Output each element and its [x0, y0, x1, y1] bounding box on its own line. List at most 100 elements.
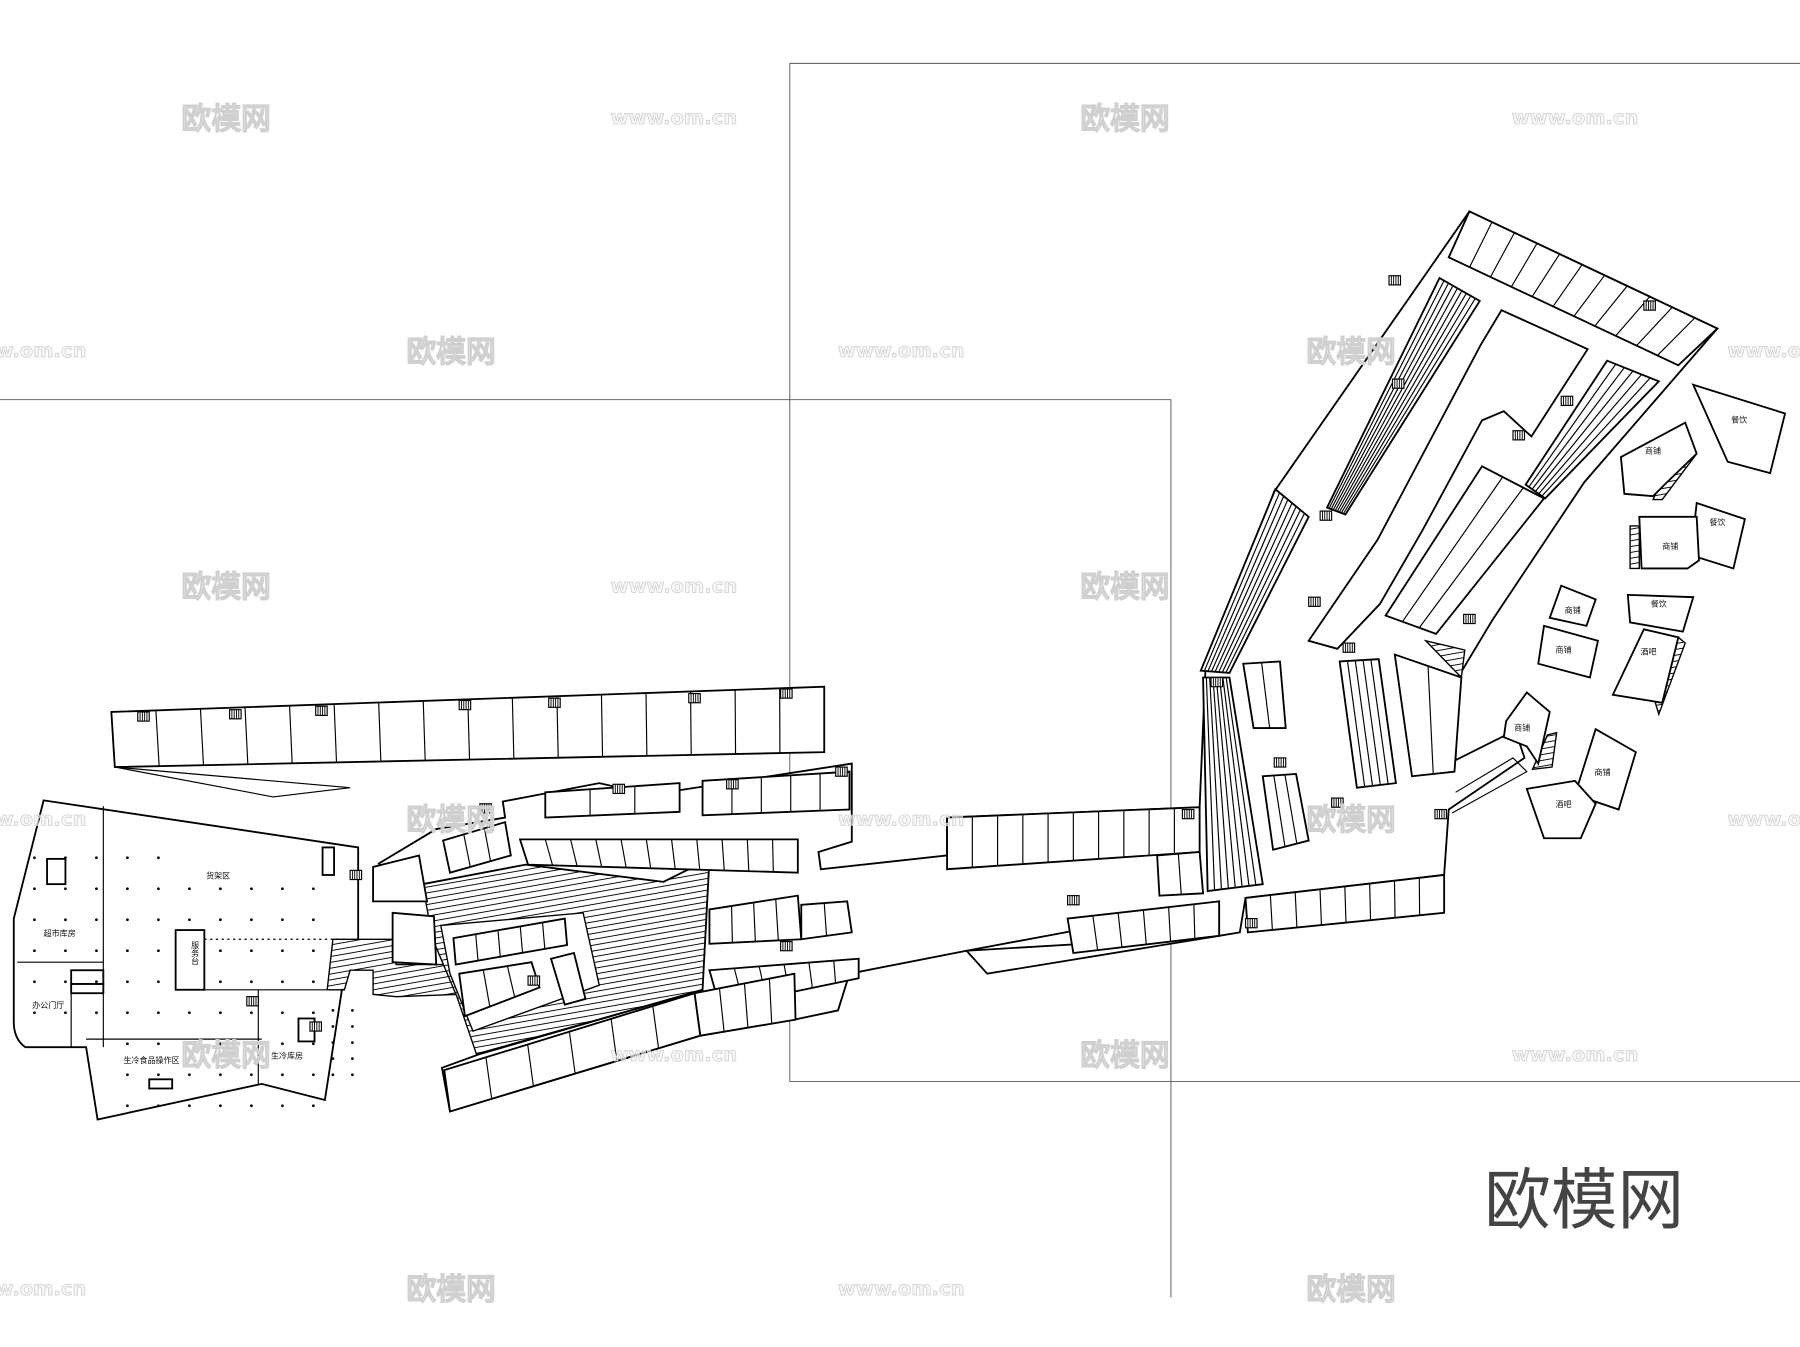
shop-divider	[544, 839, 554, 866]
label-fresh-food-processing: 生冷食品操作区	[123, 1055, 179, 1065]
column-dot	[219, 980, 222, 984]
column-dot	[331, 1057, 335, 1061]
column-dot	[33, 980, 36, 984]
pavilion-unit: 商铺	[1619, 421, 1698, 501]
pavilion-outline	[1502, 691, 1551, 766]
shop-divider	[1528, 363, 1617, 488]
escalator-icon	[458, 699, 472, 711]
pavilion-outline	[1525, 779, 1597, 840]
watermark-url: www.om.cn	[610, 575, 737, 598]
shop-divider	[155, 710, 160, 767]
watermark-brand: 欧模网	[406, 803, 495, 838]
shop-divider	[1215, 677, 1236, 888]
shop-divider	[1552, 264, 1583, 307]
column-dot	[157, 918, 160, 922]
column-grid-dots	[33, 856, 354, 1108]
shop-divider	[1269, 895, 1273, 930]
shop-divider	[1273, 775, 1286, 847]
shop-divider	[652, 1005, 660, 1049]
column-dot	[126, 1011, 129, 1015]
pavilion-unit: 商铺	[1573, 727, 1637, 811]
column-dot	[95, 856, 98, 860]
escalator-icon	[1342, 642, 1356, 653]
shop-row	[701, 770, 851, 817]
escalator-icon	[688, 693, 701, 704]
shop-divider	[743, 983, 749, 1028]
column-dot	[219, 1073, 222, 1077]
column-dot	[312, 887, 315, 891]
shop-divider	[1211, 499, 1289, 672]
escalator-icon	[726, 779, 739, 790]
shop-row	[1447, 210, 1719, 367]
watermark-url: www.om.cn	[838, 1277, 965, 1300]
column-dot	[312, 1104, 315, 1108]
pavilion-unit: 商铺	[1537, 624, 1600, 679]
watermark-url: www.om.cn	[0, 808, 86, 831]
pavilion-label: 商铺	[1595, 767, 1611, 777]
shop-divider	[475, 934, 479, 961]
column-dot	[331, 1009, 335, 1012]
shop-row	[800, 900, 853, 941]
watermark-brand: 欧模网	[181, 102, 270, 137]
shop-divider	[482, 969, 491, 1007]
pavilion-outline	[1548, 584, 1597, 627]
shop-divider	[1354, 660, 1374, 786]
column-dot	[351, 1009, 354, 1012]
shop-divider	[721, 839, 725, 871]
shop-row	[549, 951, 587, 1006]
escalator-icon	[780, 688, 793, 699]
escalator-icon	[137, 711, 150, 722]
watermark-url: www.om.cn	[838, 808, 965, 831]
shop-divider	[1212, 677, 1229, 889]
column-dot	[281, 949, 284, 953]
column-dot	[126, 918, 129, 922]
column-dot	[331, 1025, 335, 1028]
column-dot	[188, 1011, 191, 1015]
shop-divider	[1594, 285, 1628, 327]
shop-divider	[1344, 886, 1347, 923]
column-dot	[95, 918, 98, 922]
column-dot	[157, 980, 160, 984]
escalator-icon	[1434, 808, 1448, 820]
escalator-icon	[309, 1021, 323, 1032]
shop-divider	[620, 839, 627, 868]
escalator-icon	[612, 783, 626, 795]
escalator-icon	[527, 975, 541, 986]
column-dot	[281, 1104, 284, 1108]
column-dot	[33, 918, 36, 922]
shop-divider	[1541, 377, 1651, 497]
shop-divider	[1531, 253, 1561, 297]
column-dot	[250, 980, 253, 984]
shop-divider	[1214, 502, 1293, 673]
shop-row	[452, 917, 569, 966]
column-dot	[95, 980, 98, 984]
shop-row	[1199, 487, 1310, 674]
shop-divider	[244, 707, 249, 765]
watermark-brand: 欧模网	[406, 335, 495, 370]
shop-row	[1338, 658, 1397, 789]
shop-divider	[670, 839, 676, 870]
shop-divider	[569, 839, 578, 867]
column-dot	[126, 949, 129, 953]
shop-divider	[1340, 295, 1472, 514]
column-dot	[219, 1011, 222, 1015]
column-dot	[157, 1104, 160, 1108]
column-dot	[331, 1041, 335, 1044]
shop-divider	[1531, 367, 1625, 490]
column-dot	[188, 918, 191, 922]
building-outline	[114, 766, 351, 798]
column-dot	[33, 949, 36, 953]
column-dot	[281, 1073, 284, 1077]
column-dot	[331, 1073, 335, 1077]
escalator-icon	[1388, 275, 1402, 286]
shop-divider	[1222, 677, 1250, 886]
shop-divider	[1205, 677, 1216, 891]
column-dot	[188, 887, 191, 891]
shop-divider	[1369, 883, 1372, 921]
shop-divider	[1218, 677, 1243, 887]
watermark-url: www.om.cn	[1727, 339, 1800, 362]
shop-divider	[527, 1044, 534, 1087]
column-dot	[64, 980, 67, 984]
column-dot	[281, 1042, 284, 1046]
